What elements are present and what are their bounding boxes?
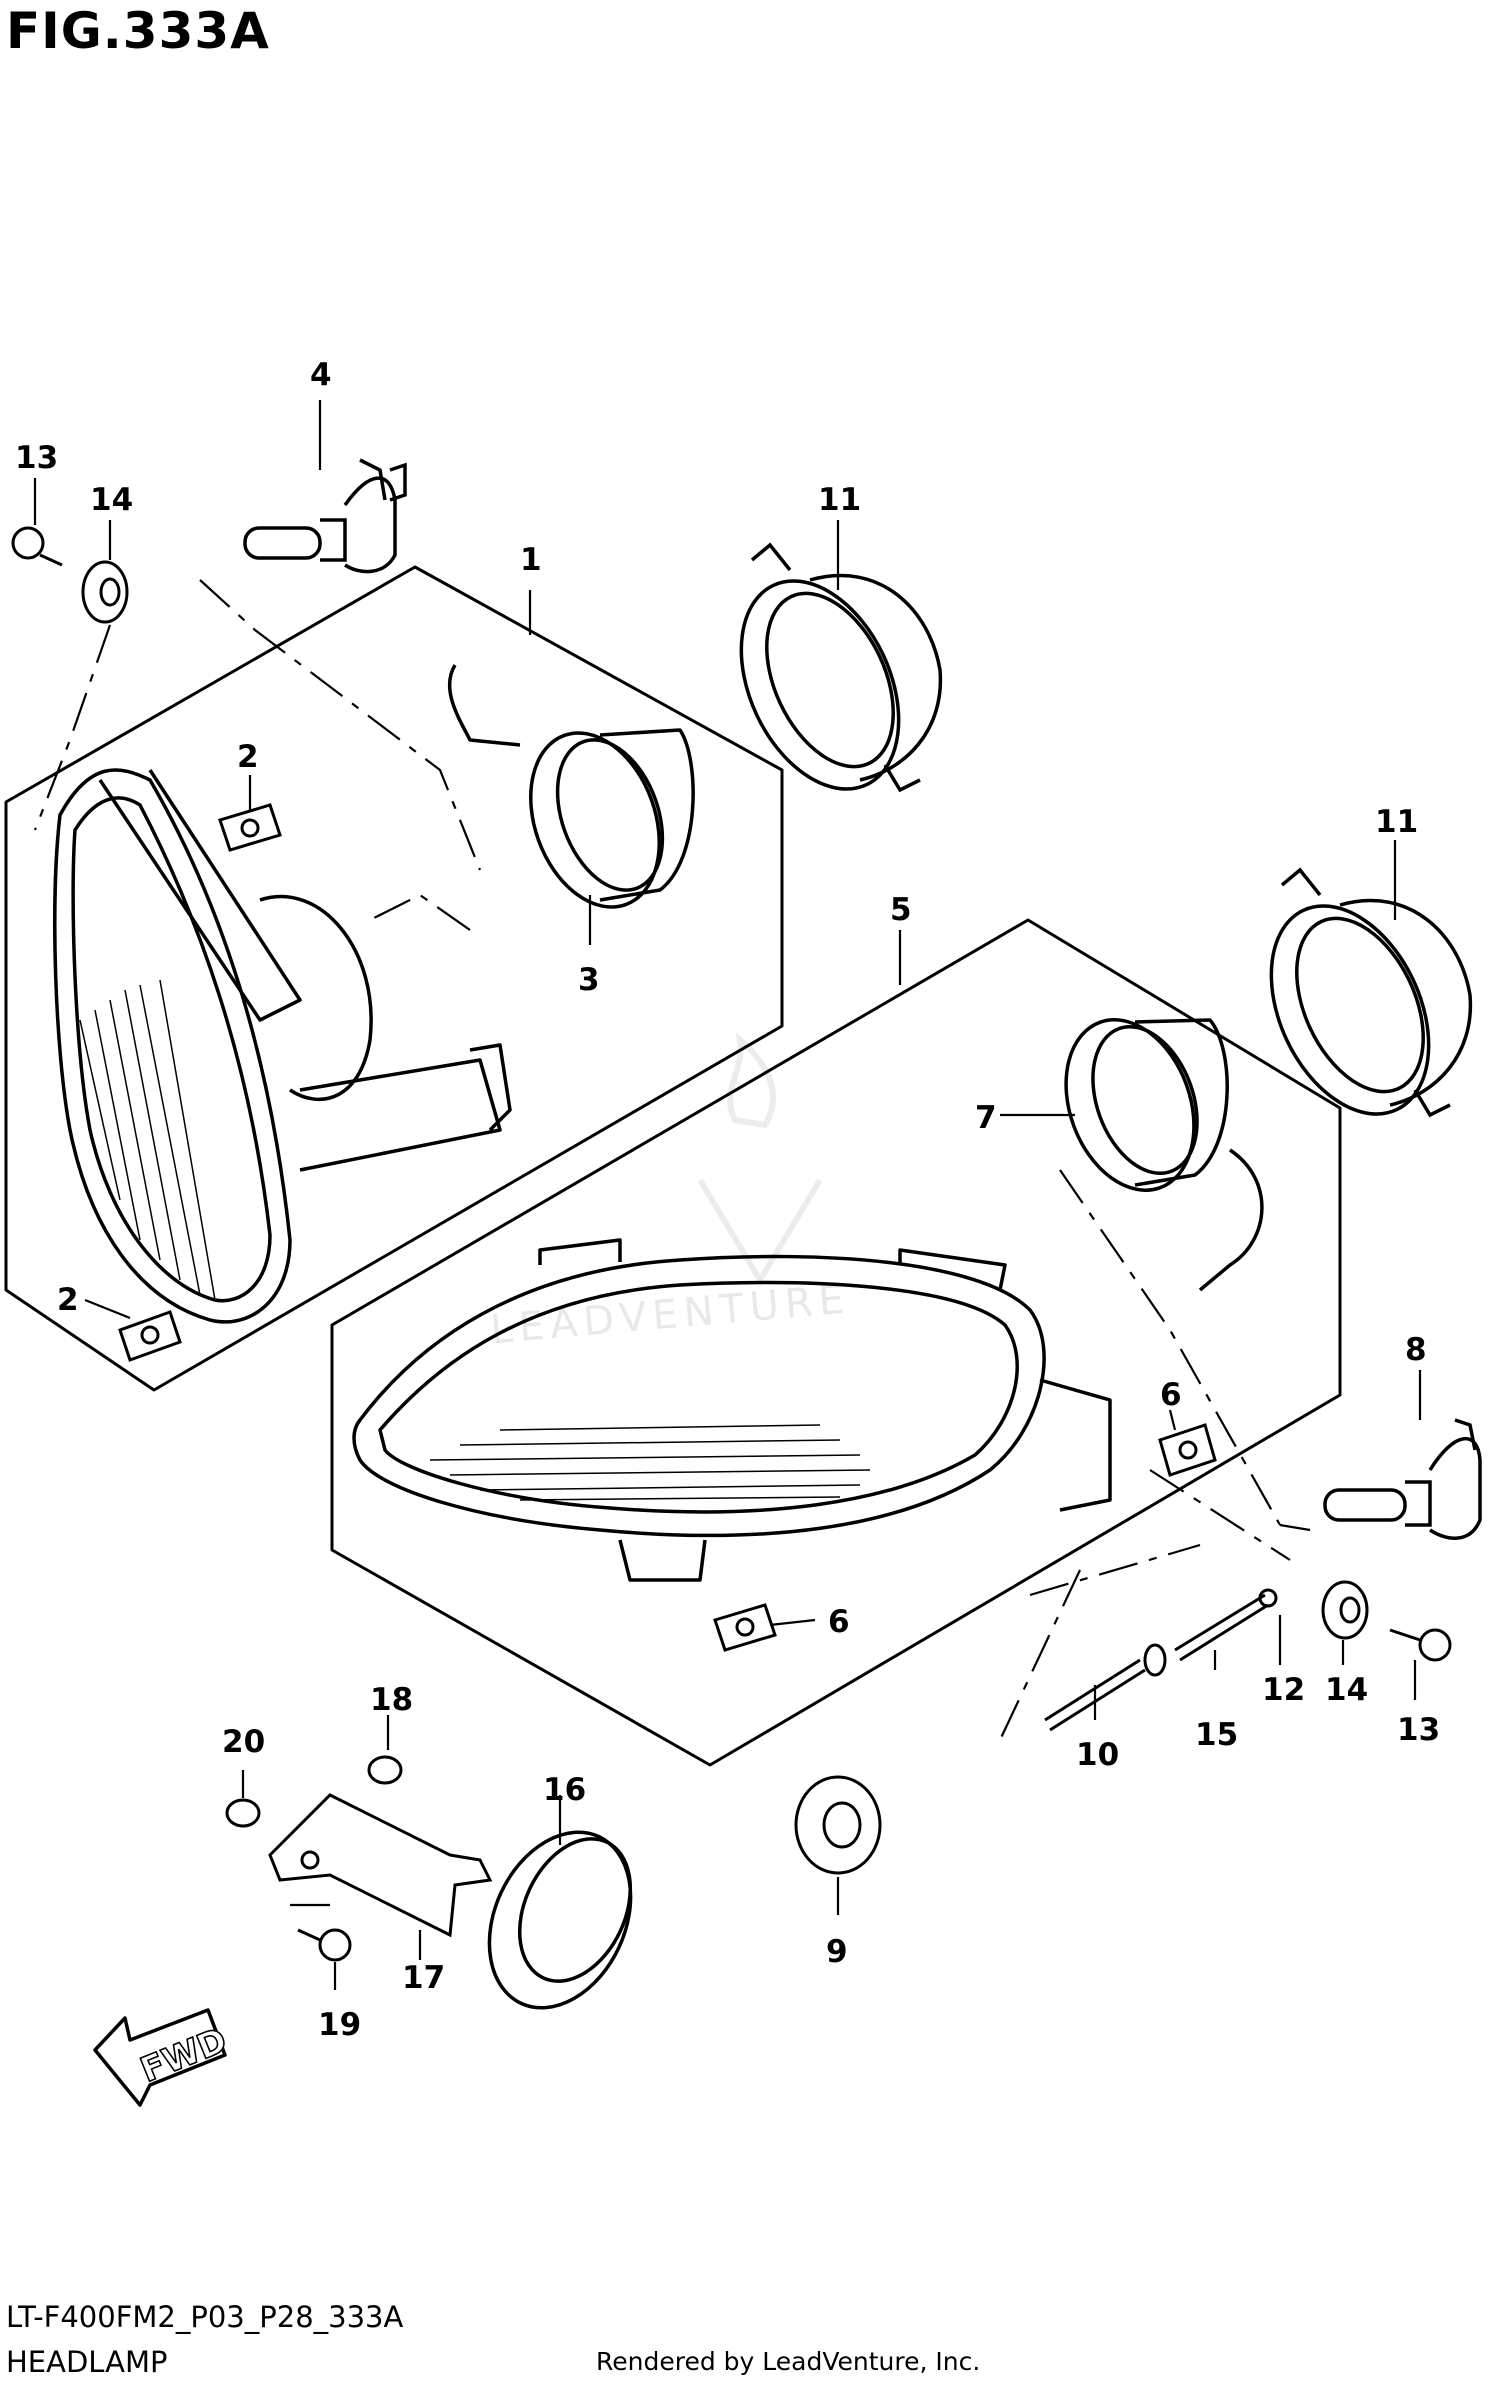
callout-17: 17	[402, 1960, 445, 1996]
right-headlamp-assembly[interactable]	[330, 918, 1342, 1767]
washer[interactable]	[1143, 1643, 1167, 1677]
callout-13: 13	[15, 440, 58, 476]
callout-19: 19	[318, 2007, 361, 2043]
grommet-lower[interactable]	[794, 1775, 882, 1875]
callout-13: 13	[1397, 1712, 1440, 1748]
callout-11: 11	[818, 482, 861, 518]
callout-2: 2	[237, 739, 259, 775]
callout-labels: 1 2 2 3 4 5 6 6 7 8 9 10 11 11 12 13 13 …	[15, 357, 1440, 2043]
adjusting-spring[interactable]	[1044, 1658, 1146, 1732]
callout-12: 12	[1262, 1672, 1305, 1708]
clip-nut-lower-left[interactable]	[118, 1310, 182, 1362]
clip-nut-upper-left[interactable]	[218, 803, 282, 852]
left-lamp-housing	[53, 768, 292, 1324]
callout-1: 1	[520, 542, 542, 578]
left-bulb-socket[interactable]	[447, 664, 695, 925]
grommet-right[interactable]	[1321, 1580, 1369, 1640]
screw-upper-left[interactable]	[11, 526, 63, 567]
reflex-reflector[interactable]	[462, 1809, 658, 2031]
model-code: LT-F400FM2_P03_P28_333A	[6, 2300, 404, 2334]
headlamp-bulb-upper[interactable]	[243, 458, 407, 574]
callout-15: 15	[1195, 1717, 1238, 1753]
callout-16: 16	[543, 1772, 586, 1808]
screw-19[interactable]	[297, 1928, 352, 1962]
nut-18[interactable]	[367, 1755, 403, 1785]
adjusting-bolt[interactable]	[1174, 1588, 1278, 1662]
reflector-bracket[interactable]	[268, 1793, 493, 1938]
callout-18: 18	[370, 1682, 413, 1718]
callout-8: 8	[1405, 1332, 1427, 1368]
callout-3: 3	[578, 962, 600, 998]
headlamp-ring-upper[interactable]	[710, 542, 943, 814]
clip-nut-right-upper[interactable]	[1158, 1423, 1217, 1477]
figure-title: FIG.333A	[6, 2, 270, 60]
headlamp-bulb-lower[interactable]	[1323, 1418, 1482, 1540]
left-assembly-frame	[4, 565, 784, 1392]
callout-2: 2	[57, 1282, 79, 1318]
headlamp-ring-lower[interactable]	[1240, 867, 1473, 1139]
callout-6: 6	[1160, 1377, 1182, 1413]
grommet-upper-left[interactable]	[81, 560, 129, 624]
leader-lines	[33, 400, 1422, 1990]
alignment-dash-lines	[33, 579, 1311, 1907]
screw-right[interactable]	[1389, 1628, 1452, 1662]
left-headlamp-assembly[interactable]	[4, 565, 784, 1392]
right-lamp-housing	[352, 1254, 1046, 1538]
diagram-name: HEADLAMP	[6, 2345, 168, 2379]
render-credit: Rendered by LeadVenture, Inc.	[596, 2347, 981, 2376]
nut-20[interactable]	[225, 1798, 261, 1828]
callout-11: 11	[1375, 804, 1418, 840]
fwd-arrow-icon	[93, 2008, 227, 2107]
callout-14: 14	[1325, 1672, 1368, 1708]
left-reflector-bowl	[259, 894, 373, 1102]
callout-10: 10	[1076, 1737, 1119, 1773]
callout-9: 9	[826, 1934, 848, 1970]
forward-direction-arrow: FWD	[93, 2008, 233, 2107]
callout-6: 6	[828, 1604, 850, 1640]
callout-7: 7	[975, 1100, 997, 1136]
callout-20: 20	[222, 1724, 265, 1760]
callout-14: 14	[90, 482, 133, 518]
clip-nut-right-lower[interactable]	[713, 1603, 777, 1652]
right-assembly-frame	[330, 918, 1342, 1767]
callout-4: 4	[310, 357, 332, 393]
callout-5: 5	[890, 892, 912, 928]
right-bulb-socket[interactable]	[1044, 1002, 1264, 1292]
